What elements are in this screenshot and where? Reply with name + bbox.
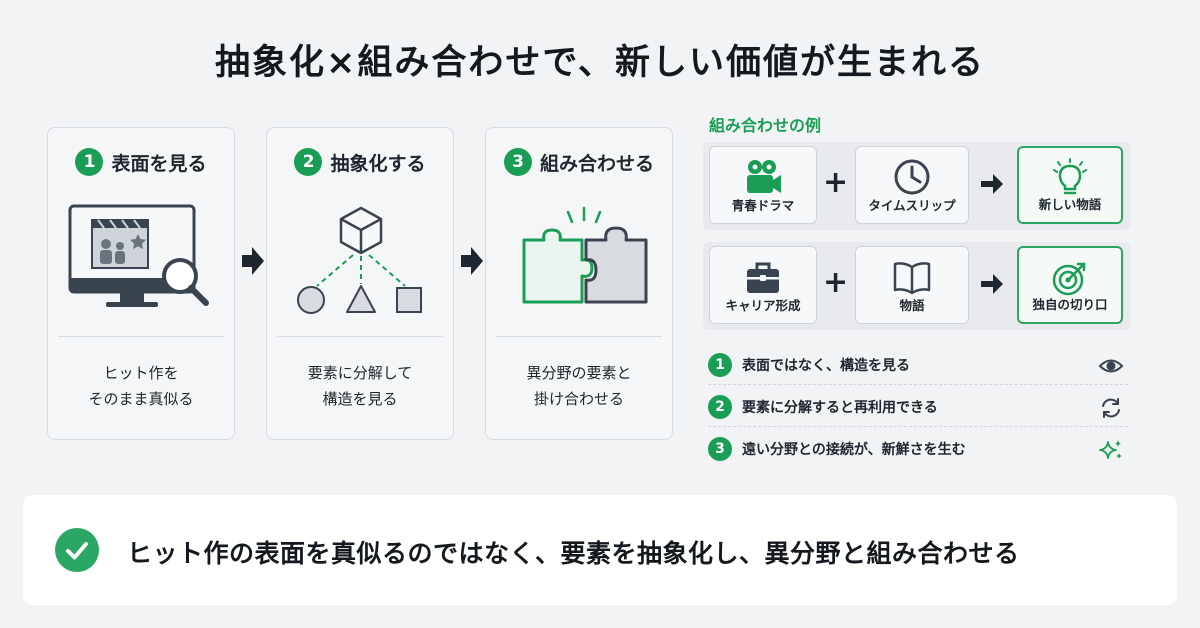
example-item-a: キャリア形成 [709,246,817,324]
plus-sign: + [823,265,849,300]
puzzle-icon [522,206,648,304]
step-desc-1-line2: そのまま真似る [88,390,194,408]
point-number-1: 1 [708,353,732,377]
example-item-a: 青春ドラマ [709,146,817,224]
example-result: 新しい物語 [1017,146,1123,224]
point-number-3: 3 [708,437,732,461]
point-text-3: 遠い分野との接続が、新鮮さを生む [742,442,966,458]
step-divider-1 [58,336,224,337]
lightbulb-icon [1053,158,1087,195]
step-header-1: 1 表面を見る [48,148,234,176]
step-header-2: 2 抽象化する [267,148,453,176]
example-row-1: 青春ドラマ + タイムスリップ 新しい物語 [703,142,1131,230]
key-point-3: 3 遠い分野との接続が、新鮮さを生む [708,430,1128,468]
step-desc-2: 要素に分解して 構造を見る [267,360,453,412]
example-result: 独自の切り口 [1017,246,1123,324]
book-icon [893,262,931,295]
example-label: タイムスリップ [868,198,956,213]
step-card-3: 3 組み合わせる 異分野の要素と 掛け合わせる [485,127,673,440]
arrow-right-icon [242,247,264,275]
step-desc-3-line2: 掛け合わせる [533,390,624,408]
check-circle-icon [55,528,99,572]
example-label: 物語 [899,298,925,313]
clock-icon [894,159,930,195]
point-divider [708,384,1128,385]
step-card-2: 2 抽象化する 要素に分解して 構造を見る [266,127,454,440]
step-number-2: 2 [294,148,323,176]
example-label: 青春ドラマ [731,198,795,213]
eye-icon [1098,359,1124,373]
steps-flow: 1 表面を見る ヒット作を そのまま真似る [47,127,687,442]
step-divider-2 [277,336,443,337]
step-desc-1: ヒット作を そのまま真似る [48,360,234,412]
summary-text: ヒット作の表面を真似るのではなく、要素を抽象化し、異分野と組み合わせる [127,539,1020,568]
step-desc-2-line1: 要素に分解して [307,364,413,382]
summary-banner: ヒット作の表面を真似るのではなく、要素を抽象化し、異分野と組み合わせる [23,495,1177,605]
arrow-right-icon [461,247,483,275]
cube-decompose-icon [297,206,422,314]
page-title: 抽象化×組み合わせで、新しい価値が生まれる [215,43,985,83]
movie-camera-icon [747,160,781,193]
step-desc-3-line1: 異分野の要素と [526,364,632,382]
briefcase-icon [747,262,779,293]
step-desc-3: 異分野の要素と 掛け合わせる [486,360,672,412]
examples-title: 組み合わせの例 [709,116,822,135]
step-card-1: 1 表面を見る ヒット作を そのまま真似る [47,127,235,440]
step-desc-2-line2: 構造を見る [322,390,398,408]
step-header-3: 3 組み合わせる [486,148,672,176]
step-title-2: 抽象化する [330,152,426,175]
sparkle-icon [1099,440,1122,459]
example-item-b: 物語 [855,246,969,324]
examples-panel: 組み合わせの例 青春ドラマ + タイムスリップ [703,108,1133,468]
example-row-2: キャリア形成 + 物語 独自の切り口 [703,242,1131,330]
key-point-2: 2 要素に分解すると再利用できる [708,388,1128,426]
step-divider-3 [496,336,662,337]
plus-sign: + [823,165,849,200]
step-title-3: 組み合わせる [539,152,654,175]
point-text-1: 表面ではなく、構造を見る [742,358,910,374]
refresh-icon [1102,398,1120,418]
step-title-1: 表面を見る [111,152,207,175]
arrow-right-icon [981,174,1003,194]
point-divider [708,426,1128,427]
example-result-label: 新しい物語 [1038,197,1102,212]
step-number-1: 1 [75,148,104,176]
example-item-b: タイムスリップ [855,146,969,224]
point-number-2: 2 [708,395,732,419]
key-point-1: 1 表面ではなく、構造を見る [708,346,1128,384]
step-number-3: 3 [503,148,532,176]
example-label: キャリア形成 [725,298,801,313]
arrow-right-icon [981,274,1003,294]
example-result-label: 独自の切り口 [1032,297,1108,312]
monitor-search-icon [68,204,209,307]
step-desc-1-line1: ヒット作を [103,364,179,382]
target-icon [1052,262,1086,296]
point-text-2: 要素に分解すると再利用できる [742,400,938,416]
